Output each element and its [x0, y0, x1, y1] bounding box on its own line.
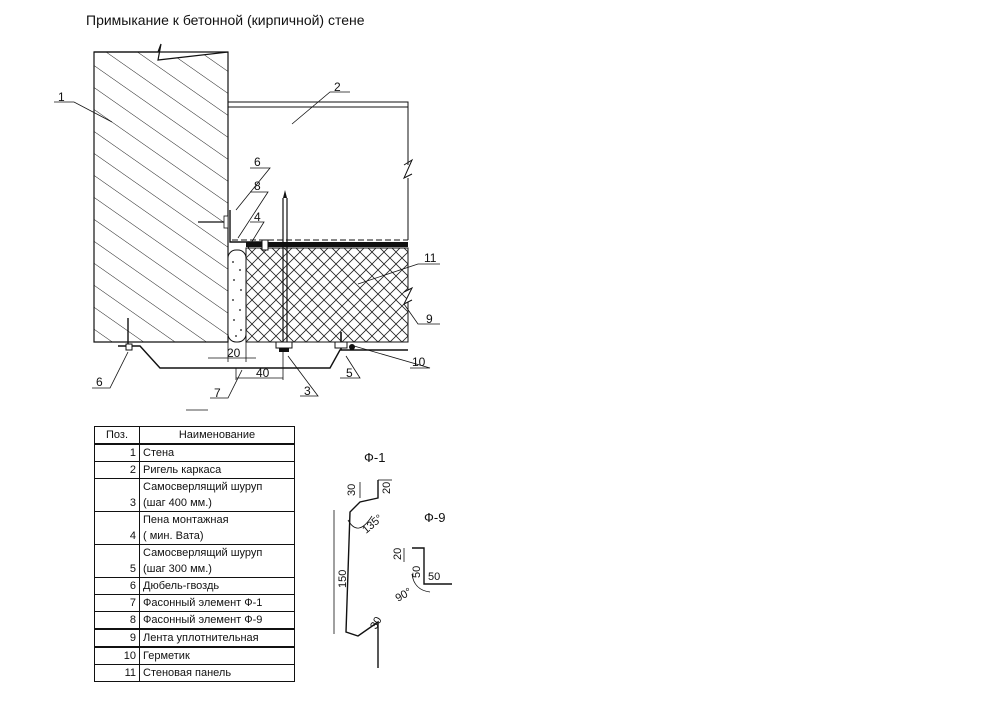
callout-8: 8 [254, 179, 261, 193]
sealing-tape [246, 242, 408, 247]
callout-4: 4 [254, 210, 261, 224]
row-pos: 9 [94, 628, 140, 648]
profile-f1-dim-20: 20 [381, 482, 393, 494]
profile-f1-angle: 135° [360, 512, 385, 536]
row-pos: 3 [94, 478, 140, 512]
flashing-f9-installed [198, 210, 268, 243]
row-name: Пена монтажная ( мин. Вата) [139, 511, 295, 545]
dimensions [208, 342, 284, 380]
row-name: Ригель каркаса [139, 461, 295, 479]
dim-40: 40 [256, 366, 270, 380]
row-pos: 2 [94, 461, 140, 479]
row-pos: 4 [94, 511, 140, 545]
wall-panel [245, 247, 414, 343]
dim-20: 20 [227, 346, 241, 360]
drawing-title: Примыкание к бетонной (кирпичной) стене [86, 12, 365, 28]
callout-2: 2 [334, 80, 341, 94]
profile-f9: Ф-9 20 50 50 90° [392, 510, 452, 605]
dowel-bottom [125, 318, 133, 351]
profile-f9-dim-50-horizontal: 50 [428, 571, 440, 583]
flashing-f1-installed [118, 345, 408, 369]
leader-lines [54, 91, 440, 411]
profile-f1-dim-30-bottom: 30 [368, 615, 385, 632]
row-name: Самосверлящий шуруп (шаг 400 мм.) [139, 478, 295, 512]
profile-f1: Ф-1 30 20 135° 150 30 [333, 450, 393, 668]
header-name: Наименование [139, 426, 295, 445]
callout-6-bottom: 6 [96, 375, 103, 389]
profile-f1-dim-30-top: 30 [346, 484, 358, 496]
row-pos: 1 [94, 443, 140, 462]
wall [93, 43, 229, 343]
row-name: Герметик [139, 646, 295, 665]
row-name: Лента уплотнительная [139, 628, 295, 648]
row-pos: 8 [94, 611, 140, 630]
profile-f9-dim-50-vertical: 50 [411, 566, 423, 578]
profile-f1-length: 150 [337, 570, 349, 588]
callout-6-top: 6 [254, 155, 261, 169]
screw-400 [261, 190, 293, 352]
table-header: Поз. Наименование [94, 426, 295, 445]
profile-f9-dim-20: 20 [392, 548, 404, 560]
row-name: Самосверлящий шуруп (шаг 300 мм.) [139, 544, 295, 578]
row-pos: 11 [94, 664, 140, 682]
row-pos: 7 [94, 594, 140, 612]
callout-1: 1 [58, 90, 65, 104]
row-name: Стена [139, 443, 295, 462]
row-name: Фасонный элемент Ф-1 [139, 594, 295, 612]
header-pos: Поз. [94, 426, 140, 445]
profile-f1-label: Ф-1 [364, 450, 385, 465]
profile-f9-angle: 90° [394, 586, 414, 605]
callout-11: 11 [424, 251, 437, 265]
callout-5: 5 [346, 366, 353, 380]
callout-7: 7 [214, 386, 221, 400]
callout-10: 10 [412, 355, 426, 369]
screw-300 [334, 332, 355, 350]
row-name: Стеновая панель [139, 664, 295, 682]
row-pos: 6 [94, 577, 140, 595]
row-name: Дюбель-гвоздь [139, 577, 295, 595]
callout-9: 9 [426, 312, 433, 326]
row-pos: 10 [94, 646, 140, 665]
profile-f9-label: Ф-9 [424, 510, 445, 525]
row-pos: 5 [94, 544, 140, 578]
row-name: Фасонный элемент Ф-9 [139, 611, 295, 630]
callout-3: 3 [304, 384, 311, 398]
mounting-foam [227, 249, 247, 343]
